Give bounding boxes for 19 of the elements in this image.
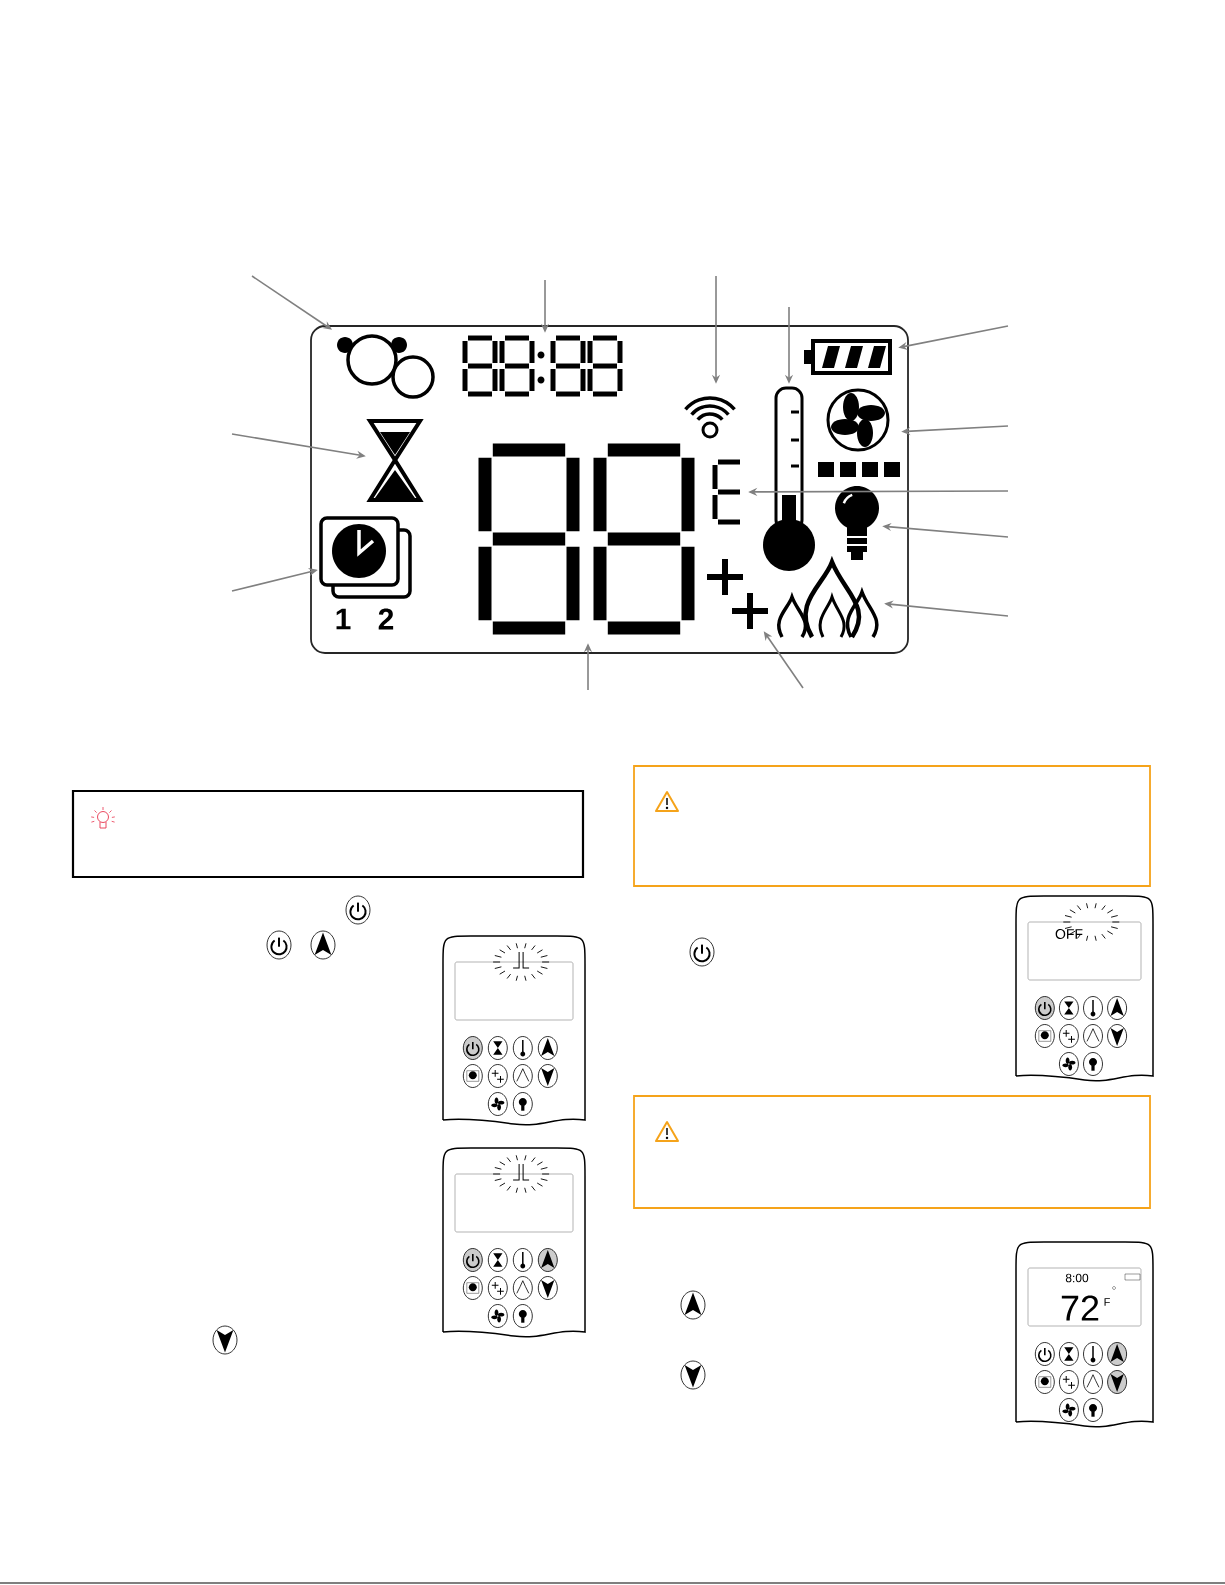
screen-text: 8:00	[1065, 1273, 1089, 1283]
timer-icon	[319, 516, 412, 599]
number-label: 2	[378, 608, 394, 630]
hourglass-icon	[366, 419, 424, 502]
bulb-icon	[835, 486, 879, 560]
signal-icon	[684, 396, 736, 439]
battery-icon	[804, 339, 892, 375]
large-digits	[478, 443, 695, 635]
lcd-display	[310, 325, 909, 654]
thermometer-icon	[763, 386, 815, 571]
screen-text: 72	[1061, 1295, 1099, 1321]
flames-icon	[777, 559, 879, 639]
clock-digits	[462, 335, 623, 397]
number-label: 1	[336, 608, 351, 630]
screen-text: OFF	[1055, 929, 1083, 939]
fan-icon	[818, 388, 900, 477]
segment-letter	[712, 459, 740, 525]
children-faces-icon	[337, 334, 435, 399]
screen-text: F	[1104, 1298, 1110, 1306]
